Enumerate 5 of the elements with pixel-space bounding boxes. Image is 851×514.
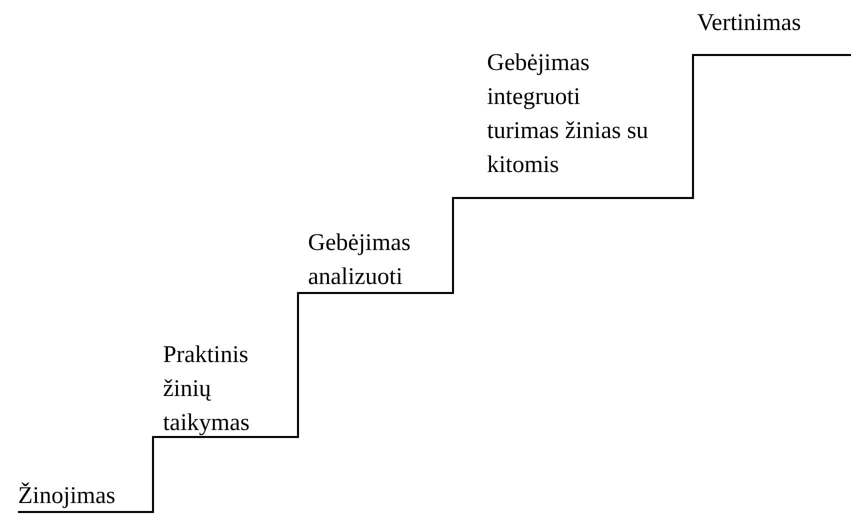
step-label: Žinojimas — [18, 481, 116, 511]
step-label: Praktinis žinių taikymas — [163, 341, 251, 438]
step-label: Gebėjimas integruoti turimas žinias su kitomis — [487, 49, 650, 180]
step-label: Gebėjimas analizuoti — [308, 229, 412, 292]
step-label: Vertinimas — [697, 9, 802, 38]
